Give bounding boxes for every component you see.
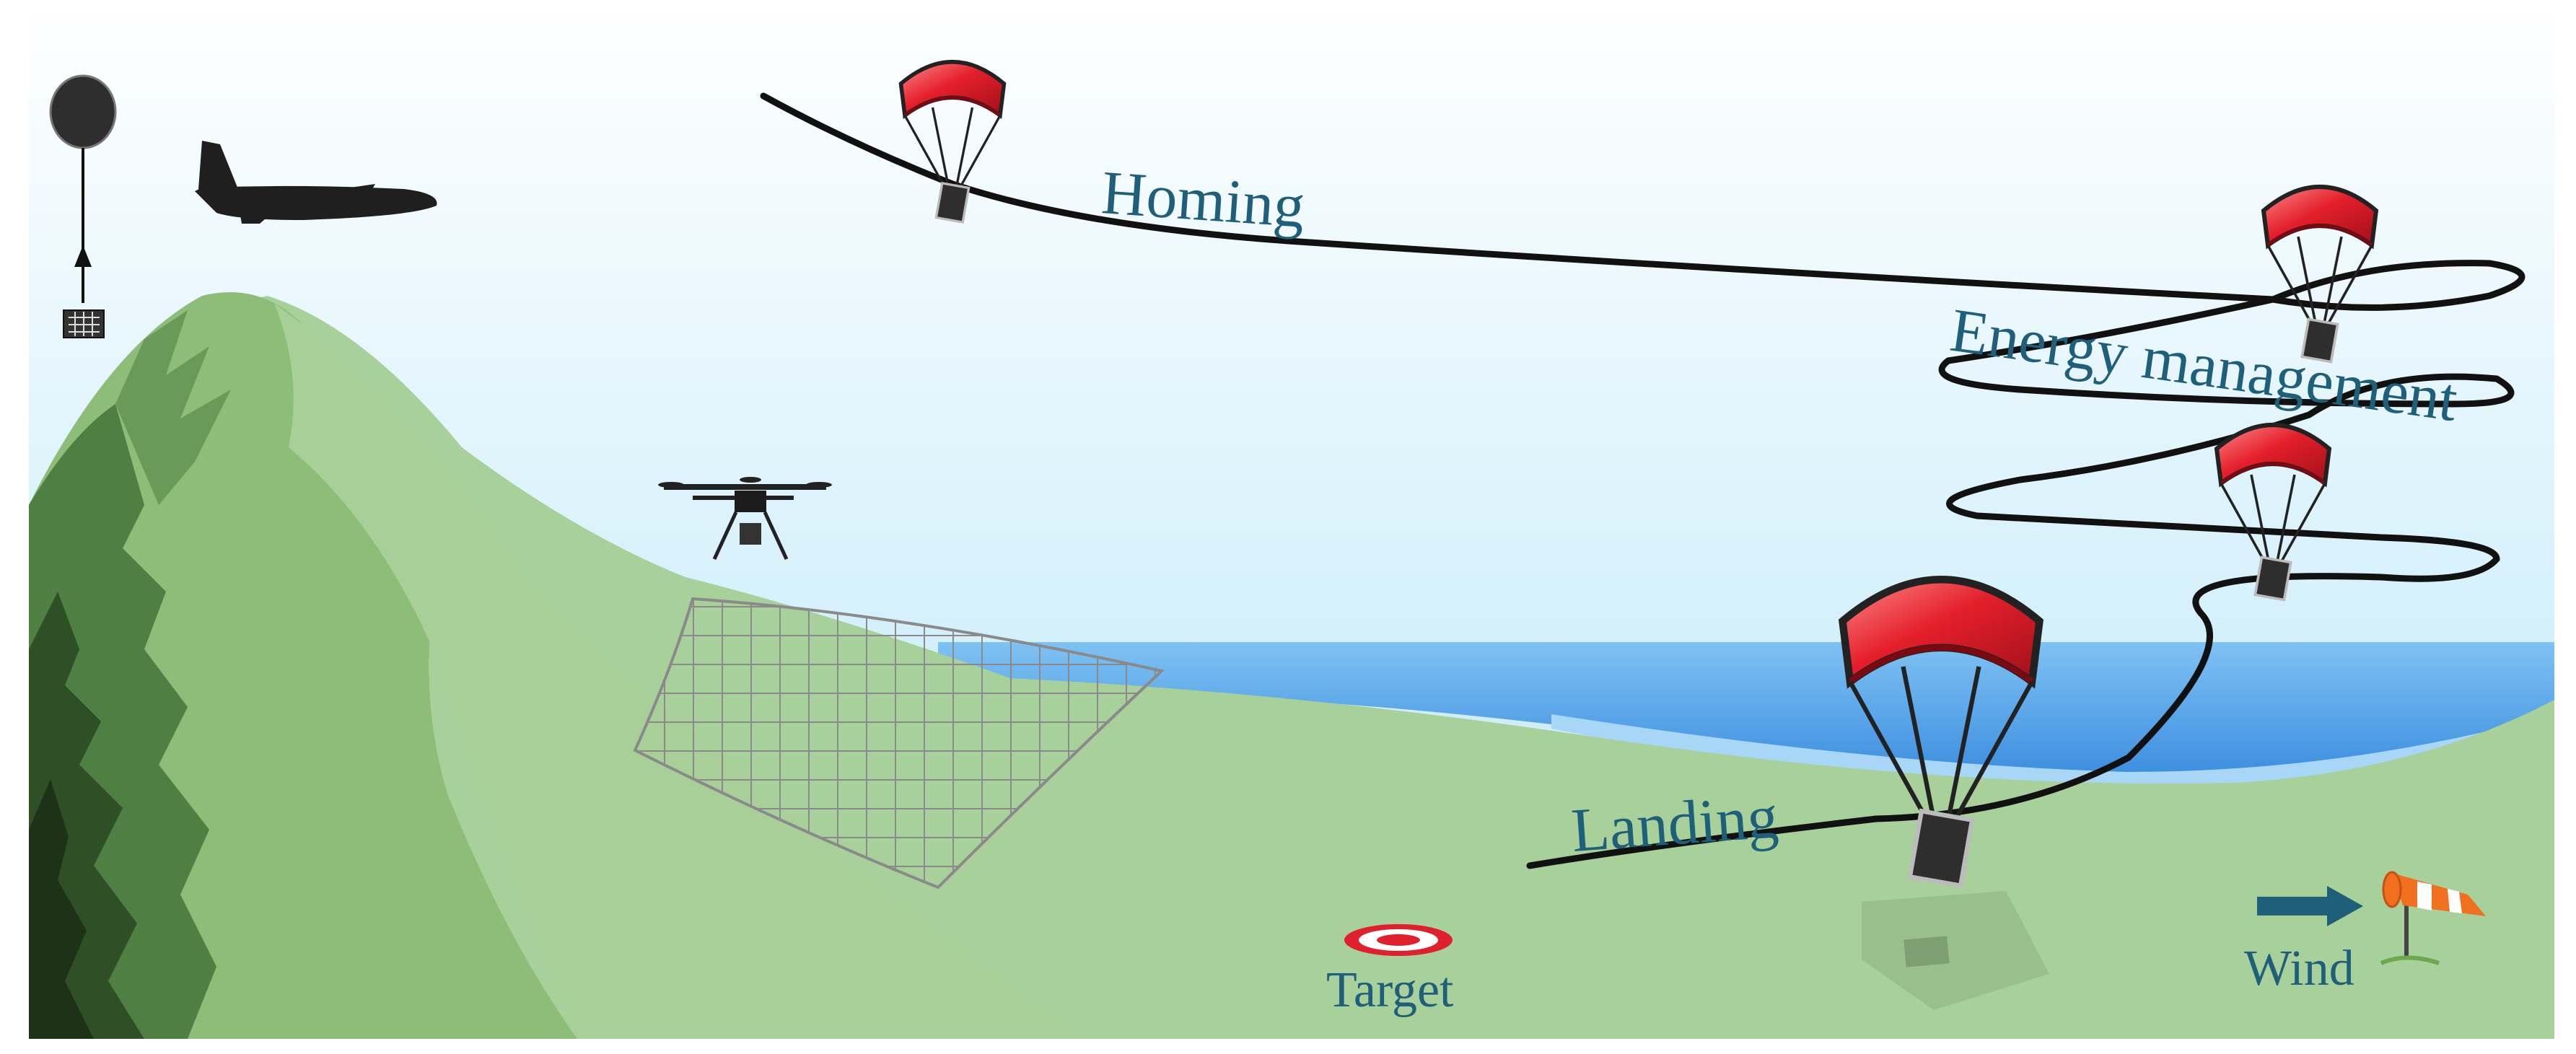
windsock-icon xyxy=(2380,871,2486,965)
label-target: Target xyxy=(1326,962,1454,1018)
label-wind: Wind xyxy=(2244,941,2354,996)
flight-path xyxy=(760,92,2525,869)
sea-shallow xyxy=(1551,714,2554,791)
landing-shadow xyxy=(1862,891,2049,1010)
label-landing: Landing xyxy=(1569,781,1781,865)
mountain-ridge xyxy=(274,303,1082,1039)
target-icon xyxy=(1344,924,1453,956)
weather-balloon-icon xyxy=(49,74,117,338)
drone-icon xyxy=(658,477,832,561)
cargo-plane-icon xyxy=(195,141,437,224)
sea xyxy=(938,642,2554,776)
label-homing: Homing xyxy=(1100,157,1307,240)
forest xyxy=(29,310,231,1039)
arrow-right-icon xyxy=(2257,886,2363,926)
net xyxy=(633,597,1165,890)
